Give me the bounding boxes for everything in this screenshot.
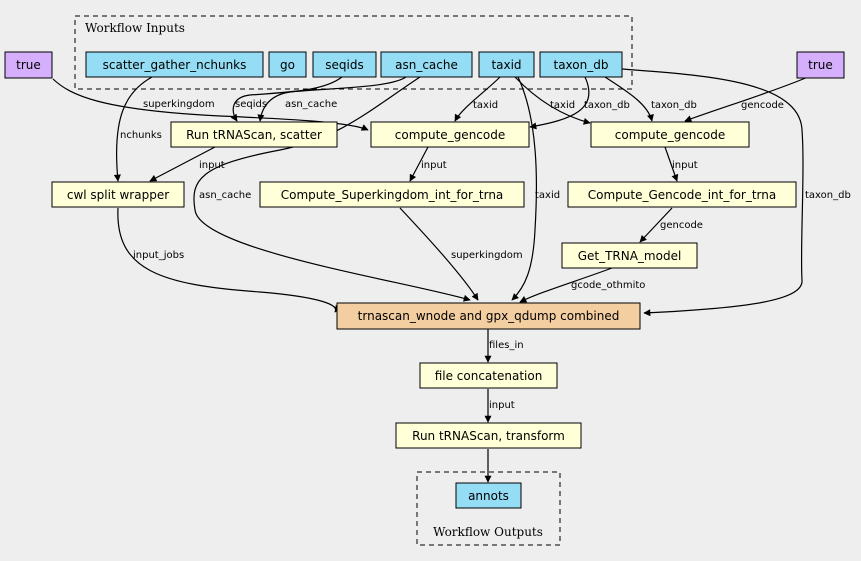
workflow-outputs-label: Workflow Outputs: [433, 525, 543, 539]
edge-label-taxid: taxid: [535, 190, 560, 201]
step-node-label: trnascan_wnode and gpx_qdump combined: [358, 309, 620, 323]
edge-label-superkingdom: superkingdom: [143, 99, 215, 110]
step-node-run-trnascan-scatter[interactable]: Run tRNAScan, scatter: [170, 121, 338, 148]
step-node-file-concatenation[interactable]: file concatenation: [419, 362, 558, 389]
edge-nchunks: [113, 76, 153, 182]
step-node-run-trnascan-transform[interactable]: Run tRNAScan, transform: [395, 422, 582, 449]
edge-input-3: [664, 146, 679, 182]
edge-taxid-1: [454, 76, 501, 122]
input-node-asn-cache[interactable]: asn_cache: [380, 51, 473, 78]
input-node-label: seqids: [325, 58, 363, 72]
output-node-annots[interactable]: annots: [455, 482, 522, 509]
step-node-compute-gencode-1[interactable]: compute_gencode: [370, 121, 530, 148]
step-node-compute-superkingdom[interactable]: Compute_Superkingdom_int_for_trna: [259, 181, 525, 208]
edge-label-asn-cache: asn_cache: [199, 190, 251, 201]
edge-gcode-othmito: [519, 267, 613, 303]
edge-label-input: input: [672, 160, 698, 171]
edge-label-taxid: taxid: [550, 100, 575, 111]
edge-true-to-compute-gencode-1: [52, 78, 369, 131]
edge-label-asn-cache: asn_cache: [285, 99, 337, 110]
edge-label-superkingdom: superkingdom: [451, 250, 523, 261]
edge-label-gcode-othmito: gcode_othmito: [571, 280, 645, 291]
step-node-compute-gencode-int[interactable]: Compute_Gencode_int_for_trna: [567, 181, 797, 208]
step-node-label: file concatenation: [435, 369, 543, 383]
edge-label-files-in: files_in: [489, 340, 524, 351]
nodes: true true scatter_gather_nchunks go seqi…: [4, 51, 845, 509]
input-node-label: taxon_db: [554, 58, 609, 72]
edge-label-taxon-db: taxon_db: [805, 190, 851, 201]
step-node-label: Compute_Gencode_int_for_trna: [588, 188, 776, 202]
step-node-label: Compute_Superkingdom_int_for_trna: [281, 188, 504, 202]
edge-taxon-db-2: [604, 76, 654, 122]
input-node-label: scatter_gather_nchunks: [103, 58, 247, 72]
edge-label-input-jobs: input_jobs: [133, 250, 184, 261]
edge-gencode-1: [684, 76, 809, 123]
edge-input-2: [409, 146, 429, 182]
constant-node-true[interactable]: true: [796, 51, 845, 79]
workflow-inputs-label: Workflow Inputs: [85, 21, 185, 35]
edges: [52, 68, 809, 483]
constant-node-true[interactable]: true: [4, 51, 53, 79]
input-node-label: taxid: [491, 58, 521, 72]
edge-taxon-db-3: [621, 68, 804, 317]
edge-asn-cache-1: [257, 76, 407, 122]
step-node-compute-gencode-2[interactable]: compute_gencode: [590, 121, 750, 148]
input-node-scatter-gather-nchunks[interactable]: scatter_gather_nchunks: [85, 51, 264, 78]
edge-input-jobs: [117, 207, 342, 313]
edge-label-gencode: gencode: [741, 100, 784, 111]
step-node-label: Run tRNAScan, transform: [412, 429, 565, 443]
step-node-label: compute_gencode: [615, 128, 725, 142]
edge-taxon-db-1: [529, 76, 590, 130]
step-node-cwl-split-wrapper[interactable]: cwl split wrapper: [51, 181, 185, 208]
step-node-trnascan-combined[interactable]: trnascan_wnode and gpx_qdump combined: [336, 302, 641, 330]
edge-seqids: [230, 76, 343, 122]
input-node-taxid[interactable]: taxid: [478, 51, 535, 78]
input-node-taxon-db[interactable]: taxon_db: [539, 51, 623, 78]
edge-label-seqids: seqids: [235, 99, 267, 110]
edge-label-gencode: gencode: [660, 220, 703, 231]
edge-taxid-3: [511, 76, 538, 301]
edge-label-nchunks: nchunks: [120, 130, 162, 141]
input-node-label: asn_cache: [395, 58, 458, 72]
input-node-go[interactable]: go: [268, 51, 307, 78]
edge-label-taxon-db: taxon_db: [651, 100, 697, 111]
constant-node-label: true: [808, 58, 833, 72]
step-node-label: Get_TRNA_model: [578, 249, 682, 263]
step-node-label: compute_gencode: [395, 128, 505, 142]
step-node-label: cwl split wrapper: [67, 188, 169, 202]
edge-labels: superkingdom nchunks seqids asn_cache ta…: [120, 99, 851, 411]
input-node-label: go: [280, 58, 295, 72]
edge-label-input: input: [421, 160, 447, 171]
step-node-label: Run tRNAScan, scatter: [186, 128, 322, 142]
edge-label-taxid: taxid: [473, 100, 498, 111]
edge-label-input: input: [199, 160, 225, 171]
edge-label-taxon-db: taxon_db: [584, 100, 630, 111]
edge-input-1: [149, 146, 216, 182]
edge-asn-cache-2: [193, 76, 471, 302]
step-node-get-trna-model[interactable]: Get_TRNA_model: [561, 242, 698, 269]
edge-label-input: input: [489, 400, 515, 411]
edge-gencode-2: [639, 207, 673, 243]
constant-node-label: true: [16, 58, 41, 72]
input-node-seqids[interactable]: seqids: [312, 51, 377, 78]
edge-superkingdom-2: [399, 207, 479, 301]
output-node-label: annots: [468, 489, 509, 503]
